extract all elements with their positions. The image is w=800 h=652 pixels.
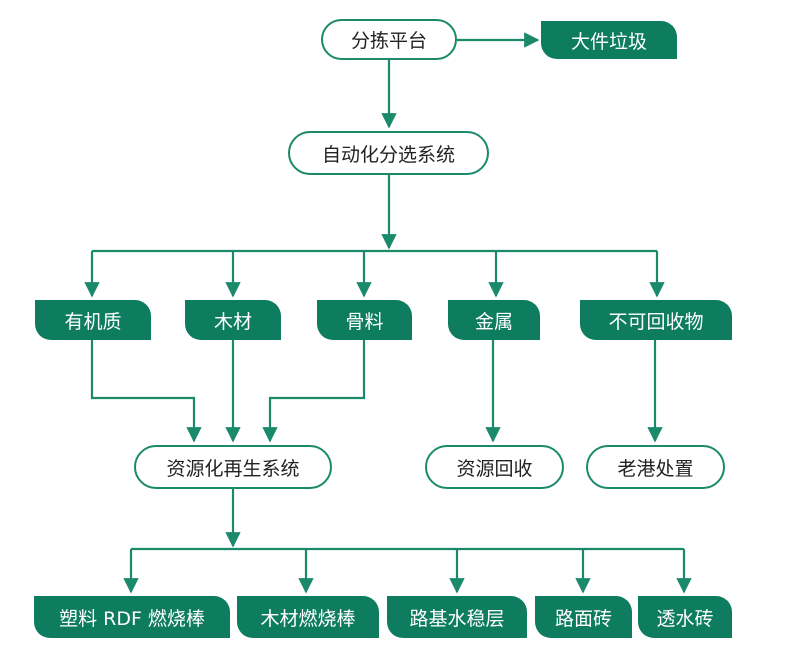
node-metal: 金属 [448, 300, 540, 340]
node-organic: 有机质 [35, 300, 151, 340]
node-wood: 木材 [185, 300, 281, 340]
node-permeable-brick: 透水砖 [638, 596, 732, 638]
node-non-recyclable: 不可回收物 [580, 300, 732, 340]
node-laogang-disposal: 老港处置 [586, 445, 725, 489]
node-plastic-rdf: 塑料 RDF 燃烧棒 [34, 596, 230, 638]
node-recycling-system: 资源化再生系统 [134, 445, 332, 489]
node-wood-rod: 木材燃烧棒 [237, 596, 379, 638]
node-road-base: 路基水稳层 [387, 596, 527, 638]
node-aggregate: 骨料 [317, 300, 412, 340]
edge-organic-to-recycling [90, 340, 202, 443]
edge-aggregate-to-recycling [262, 340, 366, 443]
node-bulky-waste: 大件垃圾 [541, 21, 677, 59]
node-sorting-platform: 分拣平台 [321, 19, 457, 60]
node-pavement-brick: 路面砖 [535, 596, 632, 638]
node-resource-recovery: 资源回收 [425, 445, 564, 489]
node-auto-sorting: 自动化分选系统 [288, 131, 489, 175]
